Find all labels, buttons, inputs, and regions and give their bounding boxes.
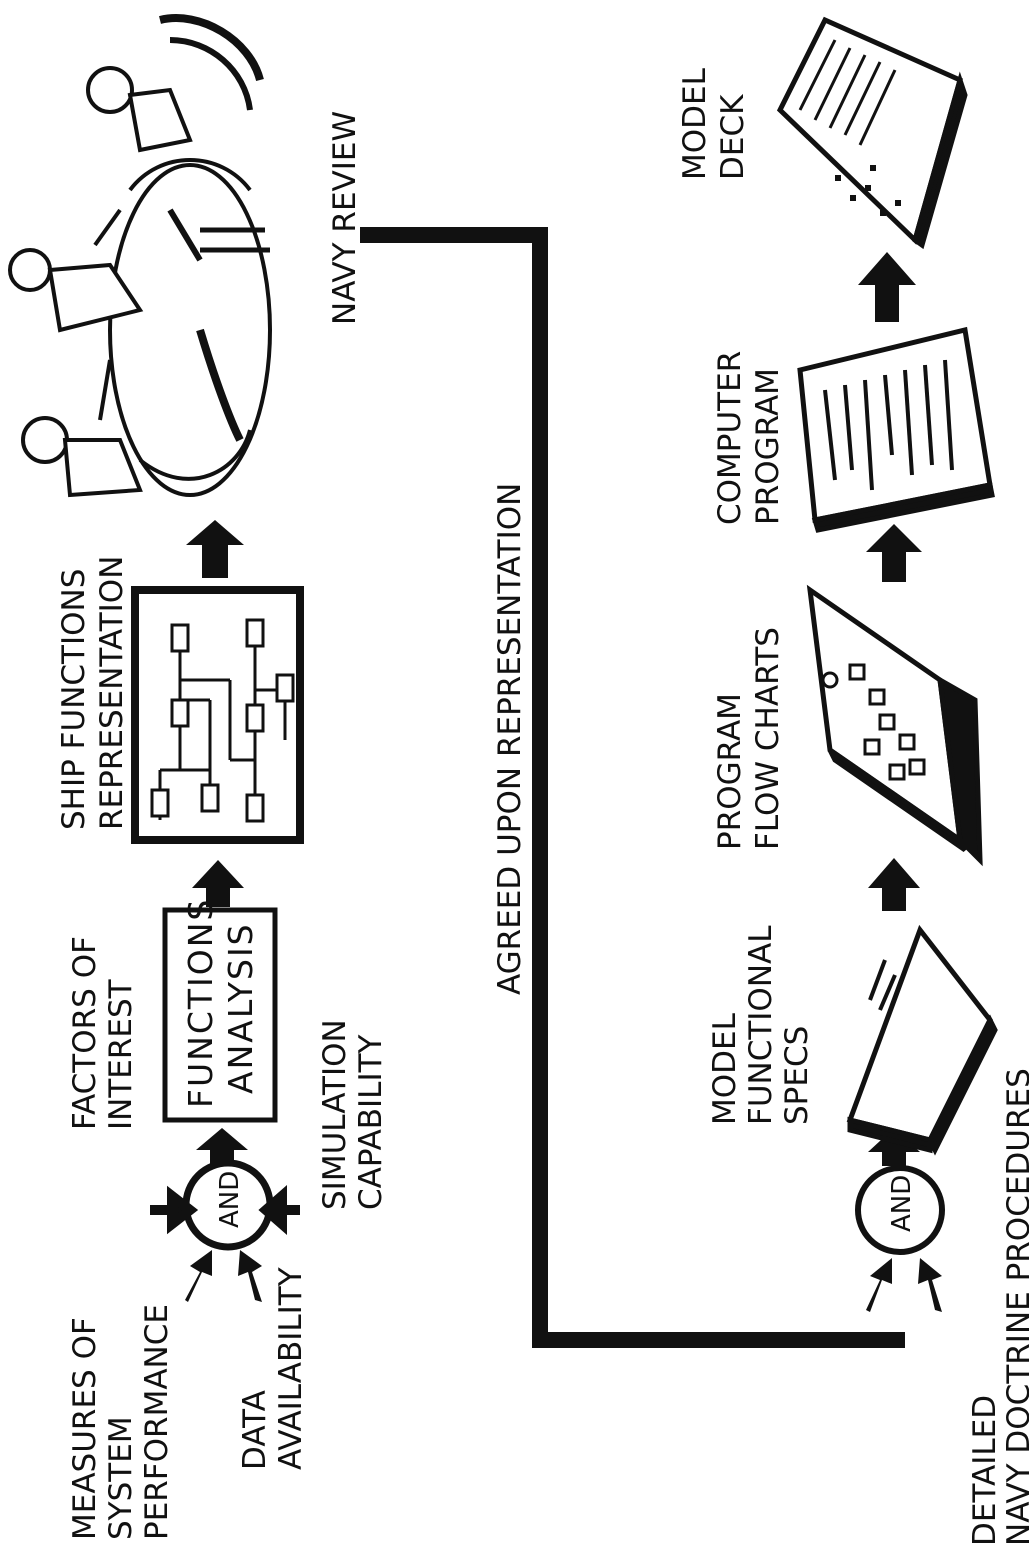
arrow-specs-to-flow [868,858,920,911]
program-flow-charts-doc [806,584,983,867]
svg-text:COMPUTERPROGRAM: COMPUTERPROGRAM [712,351,786,525]
input-measures-label: MEASURES OFSYSTEMPERFORMANCE [67,1304,175,1540]
arrow-data [238,1250,262,1302]
program-flow-label: PROGRAMFLOW CHARTS [712,627,786,850]
agreed-upon-label: AGREED UPON REPRESENTATION [492,483,528,995]
input-factors-label: FACTORS OFINTEREST [67,936,139,1130]
svg-text:FACTORS OFINTEREST: FACTORS OFINTEREST [67,936,139,1130]
svg-text:NAVY REVIEW: NAVY REVIEW [327,111,363,325]
functions-analysis-box: FUNCTIONSANALYSIS [162,898,278,1123]
arrow-doctrine-in-1 [866,1258,892,1312]
svg-text:DETAILEDNAVY DOCTRINE PROCEDUR: DETAILEDNAVY DOCTRINE PROCEDURES [967,1068,1029,1546]
and-gate-top: AND [150,1128,300,1302]
ship-functions-box [131,586,304,844]
svg-text:AND: AND [215,1171,245,1228]
model-deck-box [776,16,968,250]
model-deck-label: MODELDECK [677,67,751,180]
arrow-factors [150,1185,199,1235]
arrow-flow-to-program [866,524,922,582]
arrow-simulation [258,1184,300,1236]
svg-text:AGREED UPON REPRESENTATION: AGREED UPON REPRESENTATION [492,483,528,995]
navy-review-label: NAVY REVIEW [327,111,363,325]
svg-text:DATAAVAILABILITY: DATAAVAILABILITY [237,1267,309,1470]
agreed-upon-connector [360,227,905,1348]
ship-functions-label: SHIP FUNCTIONSREPRESENTATION [56,556,130,830]
arrow-measures [185,1250,212,1302]
model-specs-book [846,924,998,1156]
computer-program-doc [797,326,995,533]
svg-text:MODELDECK: MODELDECK [677,67,751,180]
svg-text:MEASURES OFSYSTEMPERFORMANCE: MEASURES OFSYSTEMPERFORMANCE [67,1304,175,1540]
svg-text:FUNCTIONSANALYSIS: FUNCTIONSANALYSIS [181,898,260,1108]
svg-text:MODELFUNCTIONALSPECS: MODELFUNCTIONALSPECS [707,925,815,1125]
input-data-label: DATAAVAILABILITY [237,1267,309,1470]
arrow-doctrine-in-2 [918,1258,942,1312]
detailed-doctrine-label: DETAILEDNAVY DOCTRINE PROCEDURES [967,1068,1029,1546]
arrow-analysis-to-ship [192,860,244,907]
arrow-gate-to-analysis [196,1128,248,1150]
ship-functions-flowchart [150,618,295,823]
model-specs-label: MODELFUNCTIONALSPECS [707,925,815,1125]
svg-text:SHIP FUNCTIONSREPRESENTATION: SHIP FUNCTIONSREPRESENTATION [56,556,130,830]
and-gate-bottom: AND [855,1128,945,1312]
input-simulation-label: SIMULATIONCAPABILITY [317,1019,389,1210]
arrow-program-to-deck [858,252,916,322]
svg-text:PROGRAMFLOW CHARTS: PROGRAMFLOW CHARTS [712,627,786,850]
svg-text:AND: AND [887,1175,917,1232]
svg-text:SIMULATIONCAPABILITY: SIMULATIONCAPABILITY [317,1019,389,1210]
arrow-ship-to-review [186,520,244,578]
computer-program-label: COMPUTERPROGRAM [712,351,786,525]
navy-review-illustration [8,14,272,498]
